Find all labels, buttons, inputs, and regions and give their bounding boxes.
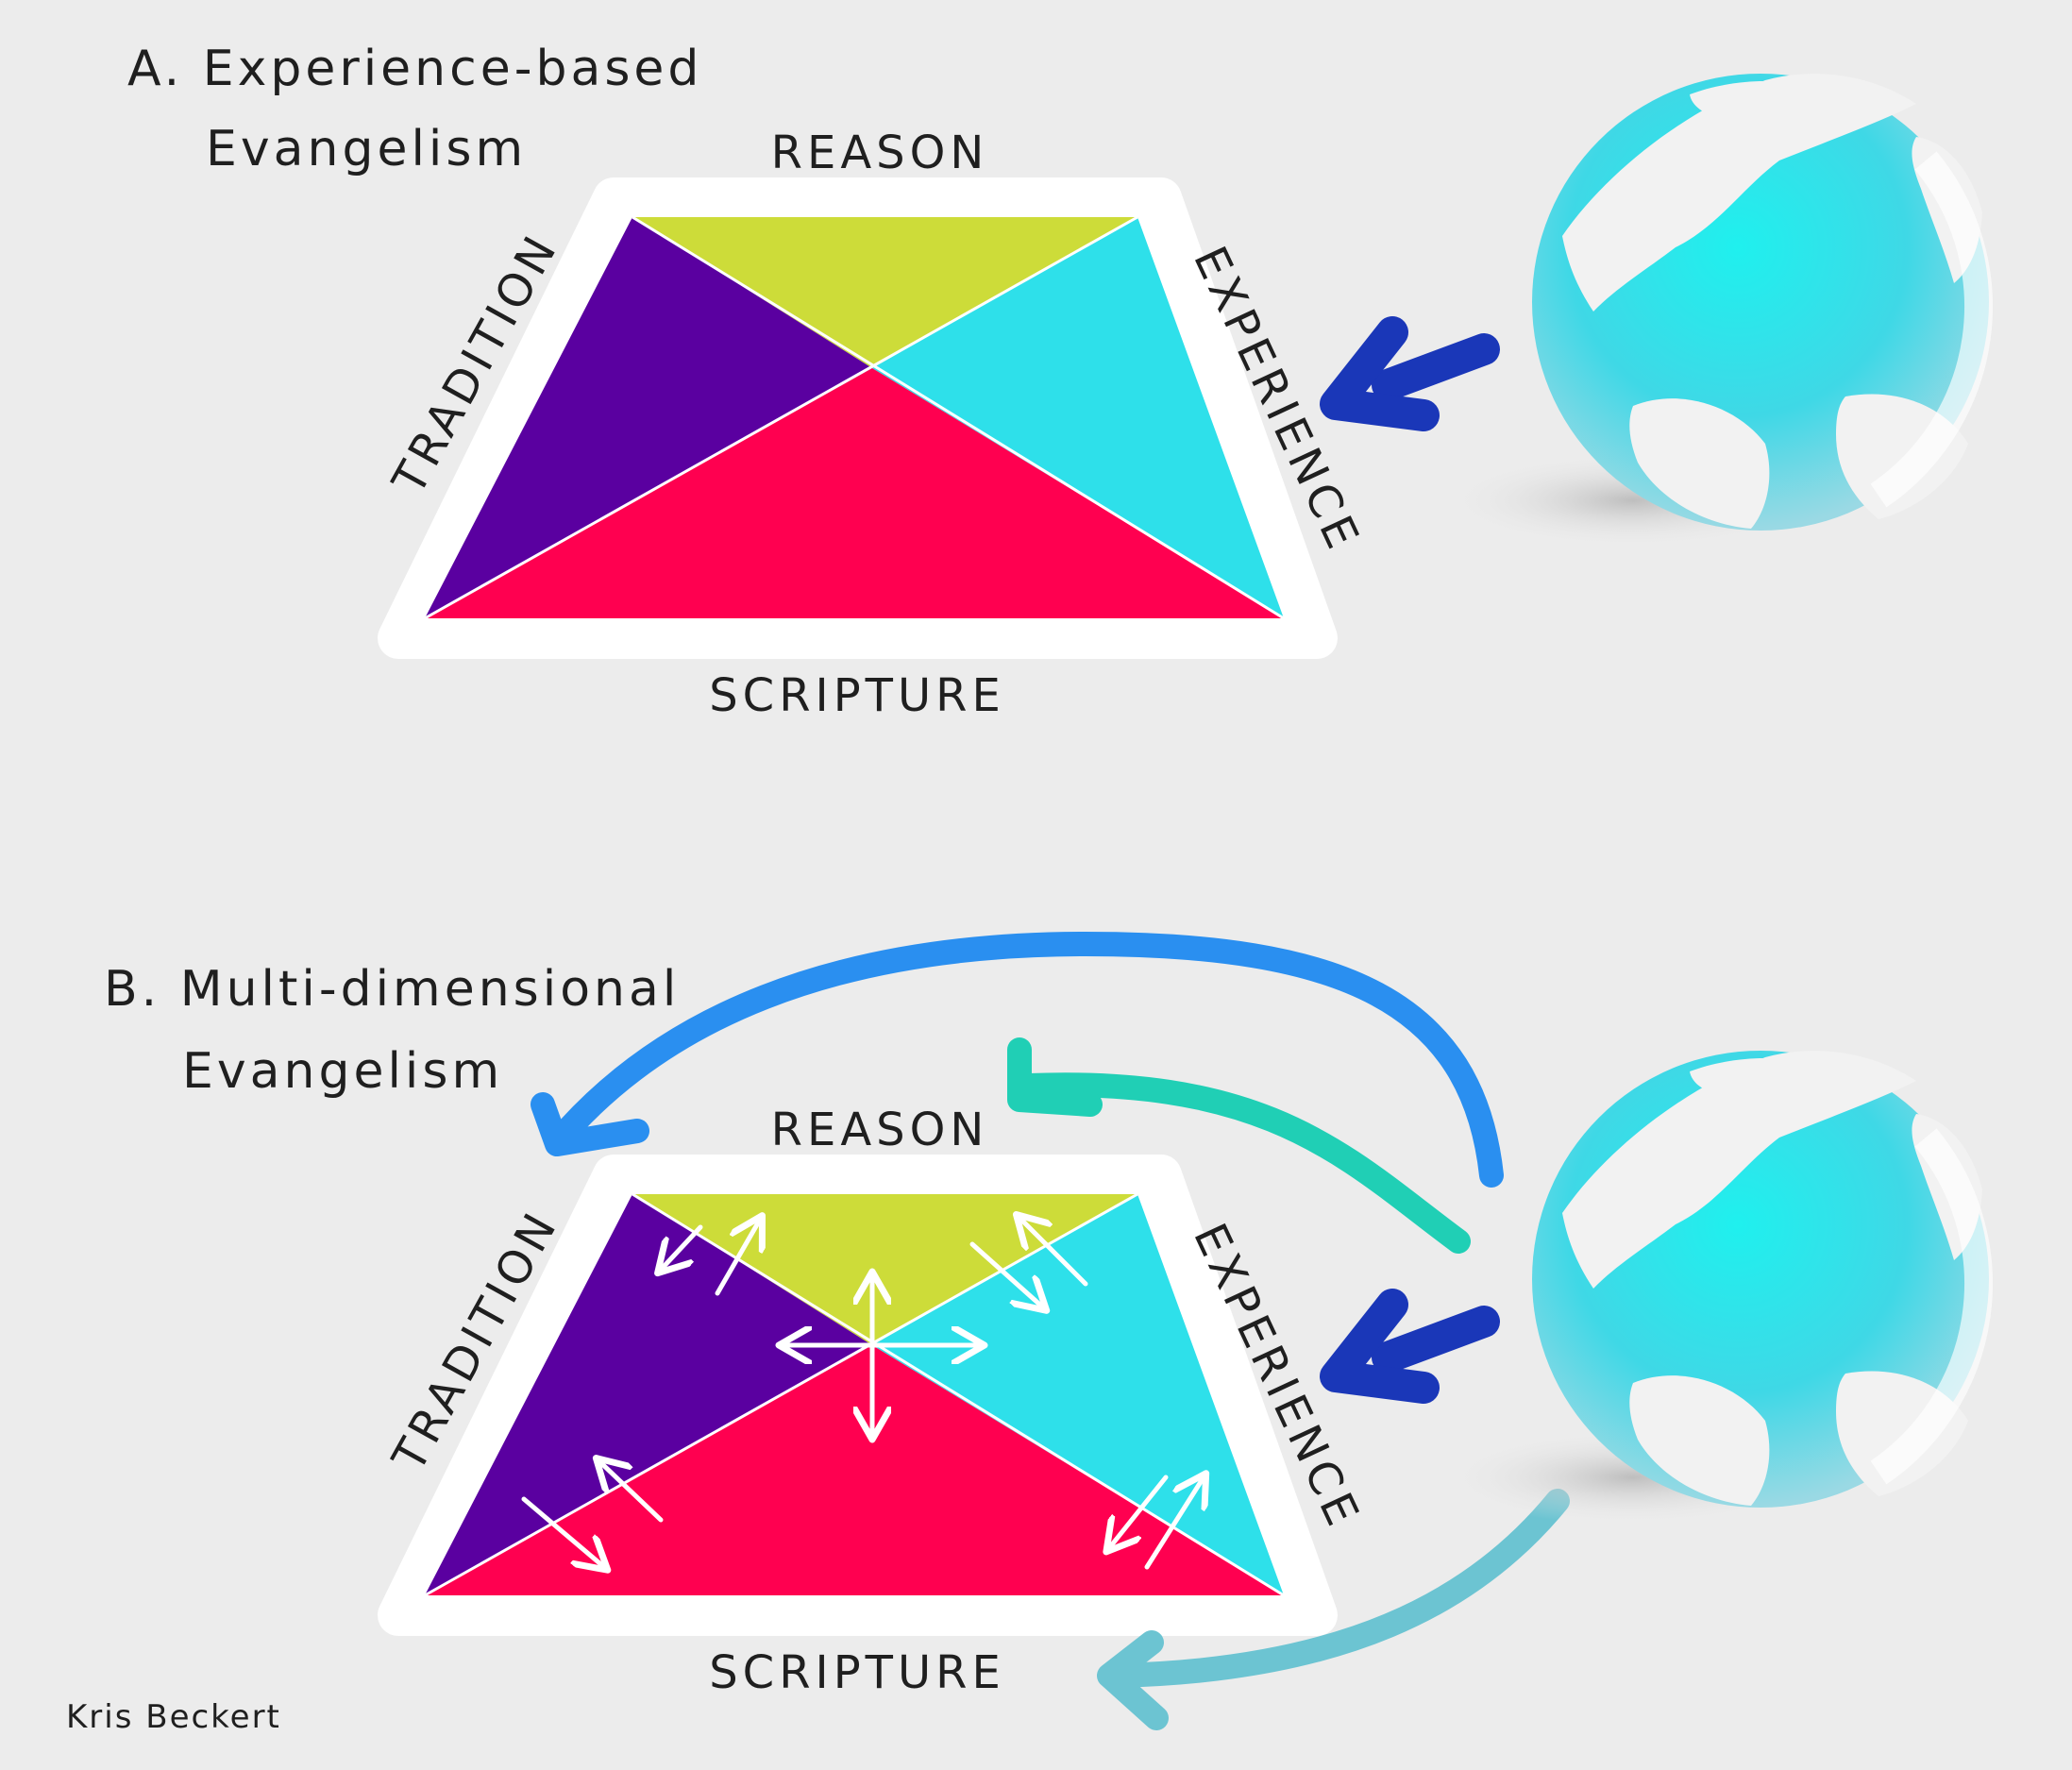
sector-reason [632,217,1137,368]
light-teal-curved-arrow-to-scripture-icon [1097,1489,1570,1730]
double-arrow-up-left-icon [599,1461,664,1523]
quadrilateral-diagram-a [378,177,1338,659]
double-arrow-down-left-icon [1109,1475,1169,1548]
globe-icon [1444,74,1993,548]
teal-curved-arrow-to-reason-icon [1007,1037,1471,1254]
sector-dividers [424,1192,1285,1597]
dark-blue-arrow-icon [1320,1289,1500,1404]
sector-tradition [425,1194,872,1595]
landmass-north-america [1562,1051,1916,1289]
double-arrow-down-right-icon [969,1241,1043,1307]
panel-a-title-line2: Evangelism [206,121,527,177]
sector-tradition [425,217,872,618]
double-arrow-down-left-icon [661,1224,703,1270]
double-arrow-down-right-icon [521,1496,604,1567]
landmass-south-america [1629,1375,1770,1506]
panel-b-title-line2: Evangelism [182,1043,503,1100]
panel-a: A. Experience-based Evangelism REASON SC… [127,41,1993,722]
double-arrow-up-left-icon [1019,1218,1088,1287]
sector-experience [872,217,1284,618]
landmass-greenland [1690,80,1817,118]
label-reason: REASON [771,126,989,179]
blue-curved-arrow-to-tradition-icon [531,932,1504,1188]
double-arrow-up-right-icon [715,1220,760,1296]
panel-b: B. Multi-dimensional Evangelism [104,932,1993,1730]
dark-blue-arrow-icon [1320,316,1500,431]
white-flow-arrows [521,1218,1204,1570]
label-reason: REASON [771,1104,989,1156]
globe-rim [1870,151,1993,508]
quadrilateral-diagram-b [378,1155,1338,1636]
landmass-greenland [1690,1057,1817,1095]
panel-a-title-line1: A. Experience-based [127,41,702,97]
landmass-north-america [1562,74,1916,312]
author-credit: Kris Beckert [66,1698,281,1736]
sector-dividers [424,215,1285,620]
landmass-south-america [1629,398,1770,529]
label-scripture: SCRIPTURE [709,1646,1005,1699]
globe-rim [1870,1128,1993,1485]
globe-icon [1444,1051,1993,1525]
double-arrow-up-right-icon [1144,1477,1204,1570]
sector-scripture [425,1345,1284,1595]
label-scripture: SCRIPTURE [709,669,1005,722]
panel-b-title-line1: B. Multi-dimensional [104,961,680,1018]
sector-scripture [425,368,1284,618]
